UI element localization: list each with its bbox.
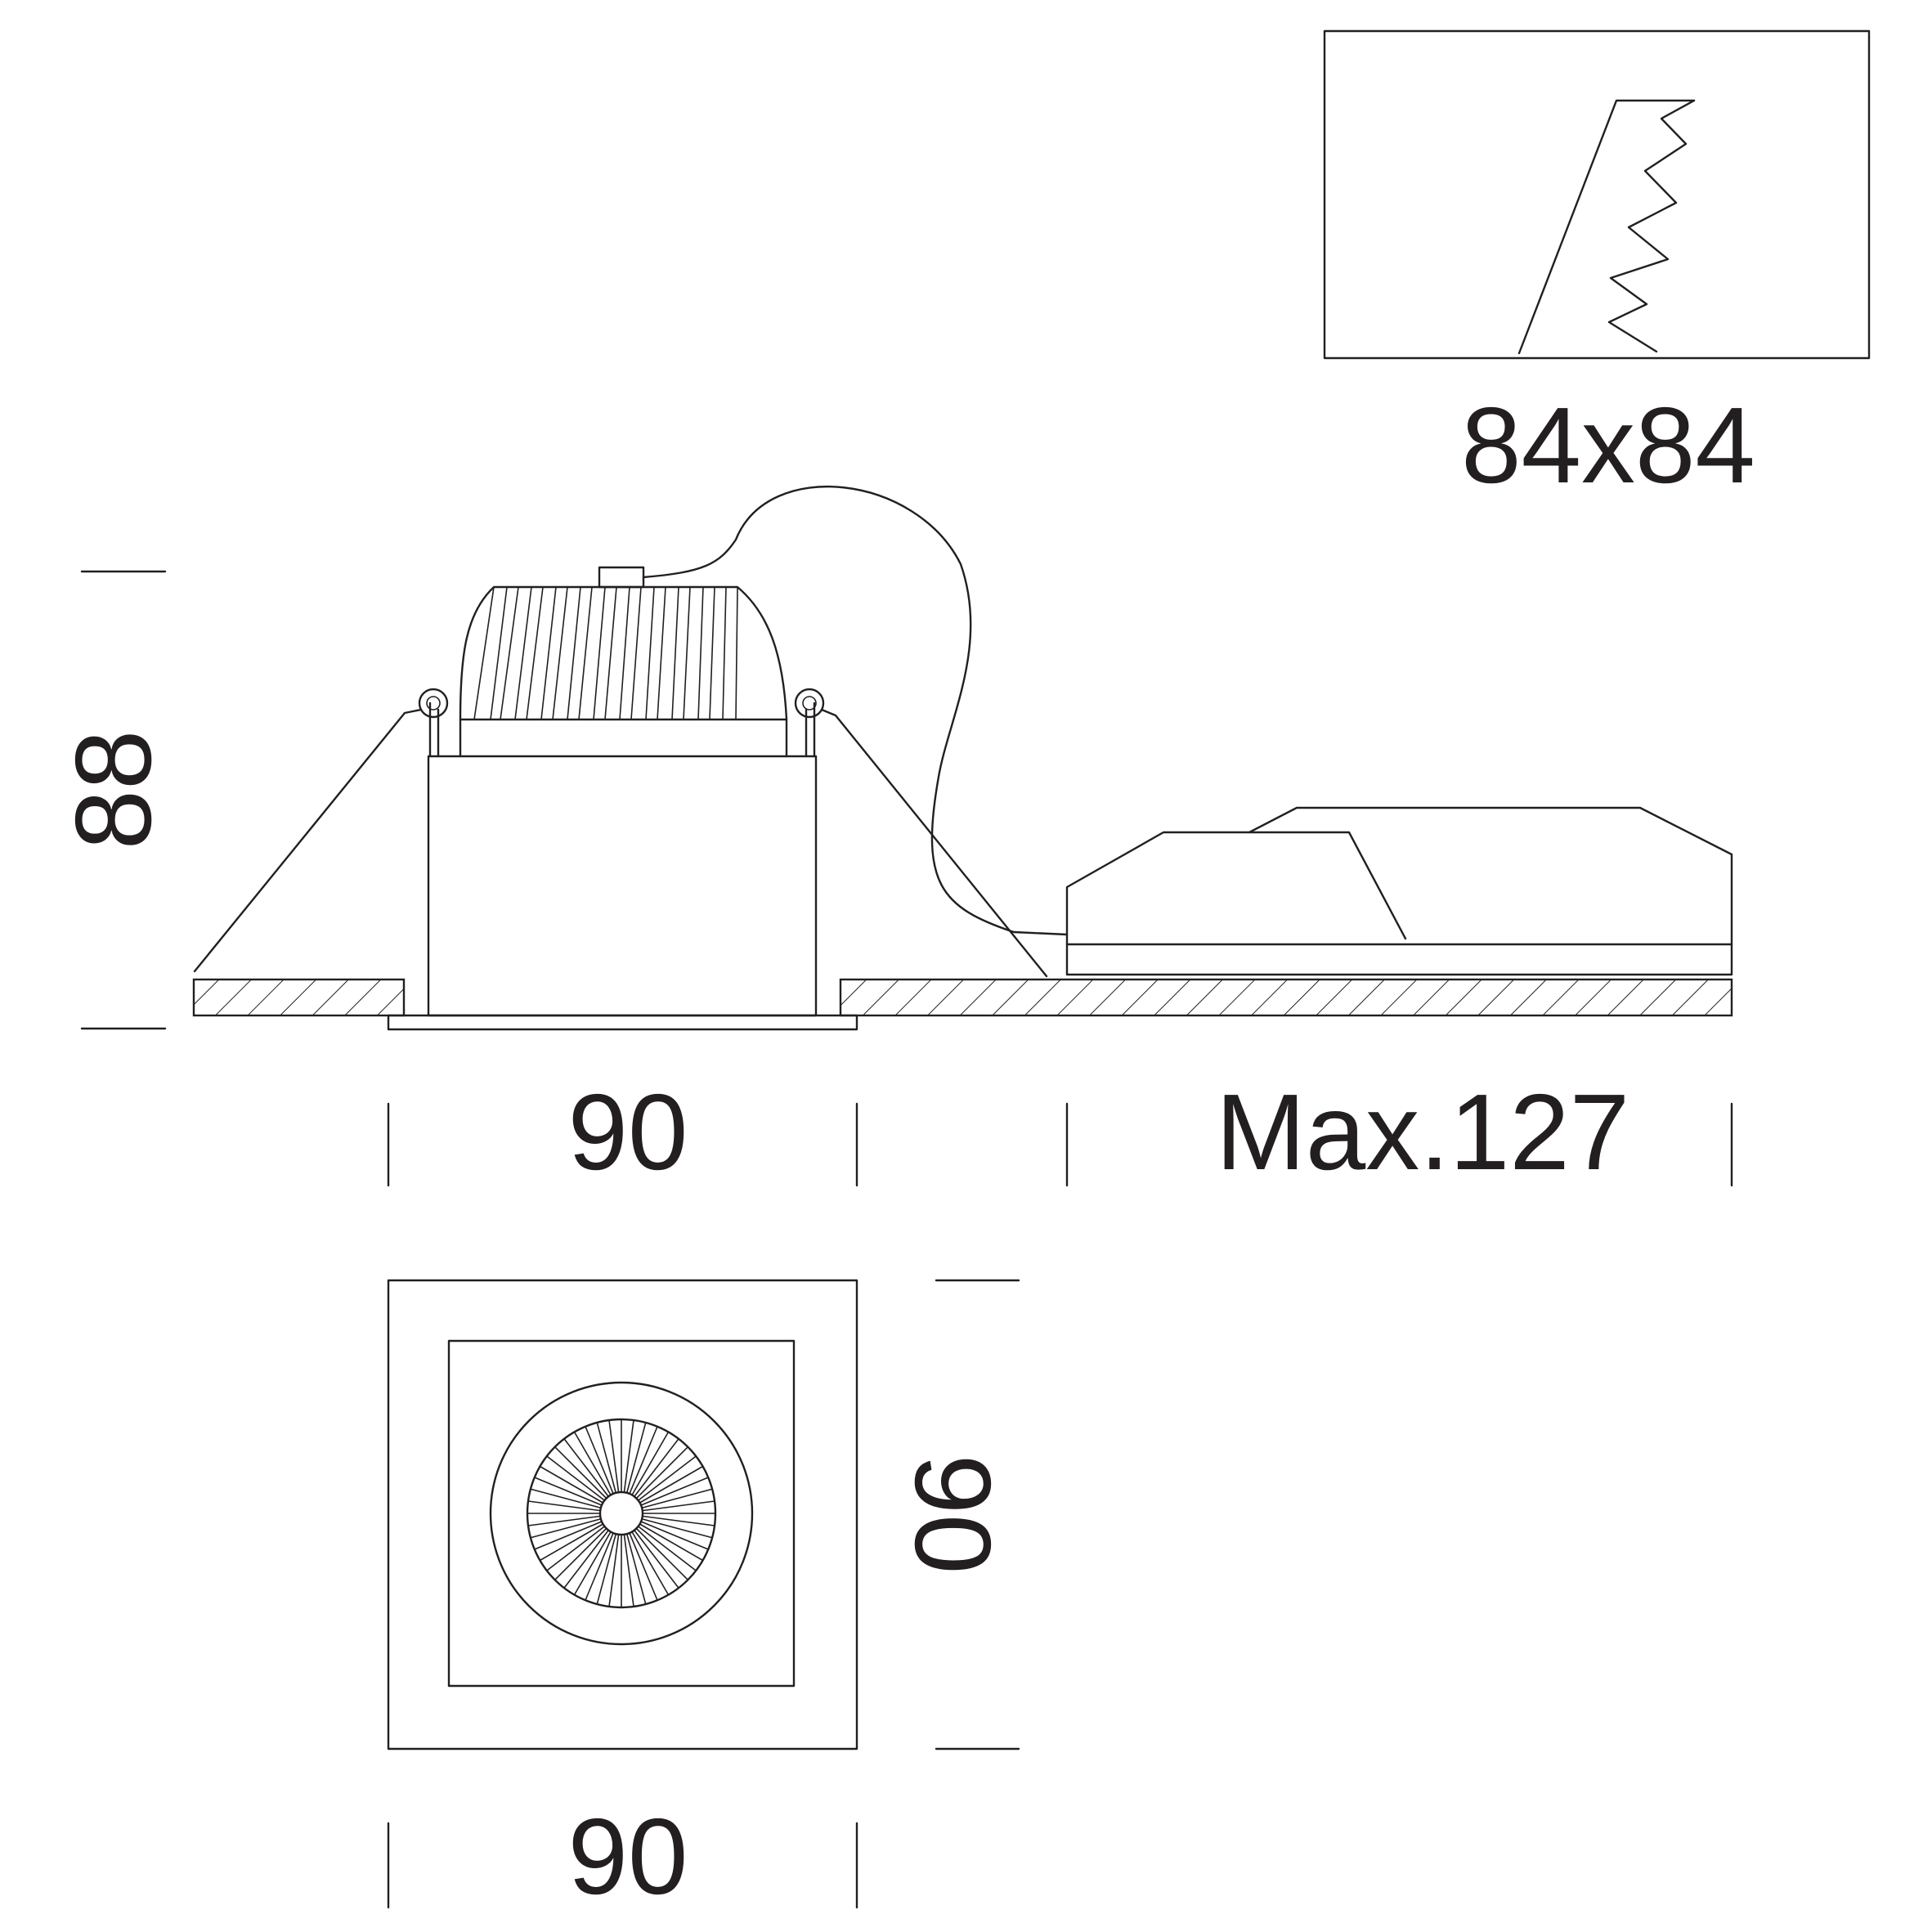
reflector-ray [554,1527,607,1580]
heat-sink [459,566,788,758]
reflector-ray [530,1488,602,1509]
reflector-ray [623,1534,634,1607]
reflector-ray [540,1465,603,1504]
reflector-ray [527,1500,601,1512]
reflector-ray [635,1446,688,1499]
width-dimension-top: 90 [568,1796,688,1916]
reflector-ray [629,1426,658,1495]
reflector-ray [638,1455,697,1501]
reflector-ray [623,1419,634,1493]
reflector-ray [625,1533,647,1605]
reflector-ray [641,1488,713,1509]
driver-box [1065,806,1733,976]
reflector-ray [642,1515,715,1526]
lens-ring [489,1381,754,1646]
reflector-ray [641,1517,713,1539]
reflector-ray [596,1422,617,1494]
reflector-ray [530,1517,602,1539]
reflector-ray [639,1523,703,1562]
reflector-ray [540,1523,603,1562]
reflector-ray [596,1533,617,1605]
reflector-ray [631,1531,670,1595]
dimension-lines-top [387,1279,1020,1909]
led-center [598,1490,644,1536]
reflector-ray [640,1477,709,1506]
spring-clip-left [193,688,449,973]
top-view [387,1279,858,1750]
height-dimension: 88 [53,730,173,850]
reflector-ray [625,1422,647,1494]
reflector-ray [534,1477,603,1506]
trim-inner [447,1339,796,1688]
reflector-ray [638,1526,697,1571]
reflector-ray [634,1438,679,1497]
reflector-ray [546,1455,605,1501]
cutout-detail [1323,29,1871,360]
trim-outer [387,1279,858,1750]
reflector-ray [554,1446,607,1499]
trim-flange [387,1014,858,1031]
cutout-dimension: 84x84 [1461,385,1755,505]
ceiling-slab-left [192,978,406,1017]
reflector-ray [629,1532,658,1601]
reflector-ray [585,1426,614,1495]
reflector-ray [563,1438,609,1497]
reflector-ray [642,1500,715,1512]
reflector-ray [563,1530,609,1589]
ceiling-slab-right [839,978,1733,1017]
reflector-ray [608,1419,620,1493]
reflector-ray [634,1530,679,1589]
reflector-ray [585,1532,614,1601]
reflector-ray [534,1521,603,1550]
reflector-ray [546,1526,605,1571]
reflector-ray [573,1432,612,1495]
connection-cable [642,485,1069,936]
side-view [192,485,1733,1031]
reflector-rays [527,1419,715,1607]
reflector-ray [608,1534,620,1607]
housing-body [427,755,818,1017]
reflector-ray [527,1515,601,1526]
reflector-ray [631,1432,670,1495]
depth-dimension-top: 90 [893,1455,1013,1575]
reflector-ray [635,1527,688,1580]
spring-clip-right [794,688,1048,978]
dimension-lines [80,570,1733,1187]
reflector-ray [639,1465,703,1504]
reflector-ray [573,1531,612,1595]
reflector-ray [640,1521,709,1550]
width-dimension-side: 90 [568,1072,688,1192]
driver-length-dimension: Max.127 [1216,1072,1629,1192]
